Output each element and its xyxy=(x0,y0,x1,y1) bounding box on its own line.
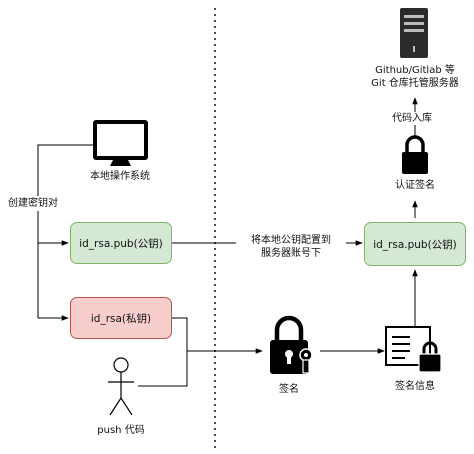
sign-label: 签名 xyxy=(279,384,299,395)
signature-info-label: 签名信息 xyxy=(395,381,435,392)
git-server-label-line2: Git 仓库托管服务器 xyxy=(371,78,459,89)
git-server-label: Github/Gitlab 等 Git 仓库托管服务器 xyxy=(350,64,474,90)
verify-signature-label: 认证签名 xyxy=(395,180,435,191)
configure-pubkey-label-line2: 服务器账号下 xyxy=(261,248,321,259)
push-code-edge-label: 代码入库 xyxy=(390,112,434,125)
local-os-label: 本地操作系统 xyxy=(90,171,150,182)
sign-connector xyxy=(138,317,263,387)
git-server-label-line1: Github/Gitlab 等 xyxy=(375,65,455,76)
local-pubkey-label: id_rsa.pub(公钥) xyxy=(79,237,163,250)
server-pubkey-node: id_rsa.pub(公钥) xyxy=(364,222,466,266)
configure-pubkey-edge-label: 将本地公钥配置到 服务器账号下 xyxy=(236,234,346,260)
private-key-label: id_rsa(私钥) xyxy=(90,312,152,325)
private-key-node: id_rsa(私钥) xyxy=(70,297,172,339)
server-pubkey-label: id_rsa.pub(公钥) xyxy=(373,238,457,251)
configure-pubkey-label-line1: 将本地公钥配置到 xyxy=(251,235,331,246)
server-icon xyxy=(400,8,428,58)
monitor-icon xyxy=(93,120,148,166)
local-pubkey-node: id_rsa.pub(公钥) xyxy=(70,222,172,264)
padlock-key-icon xyxy=(270,315,313,374)
create-keys-edge-label: 创建密钥对 xyxy=(8,196,58,211)
user-figure-icon xyxy=(108,357,134,416)
push-code-actor-label: push 代码 xyxy=(97,425,145,436)
verify-lock-icon xyxy=(402,135,428,174)
create-keys-connector xyxy=(37,144,94,321)
signed-document-icon xyxy=(385,326,442,373)
